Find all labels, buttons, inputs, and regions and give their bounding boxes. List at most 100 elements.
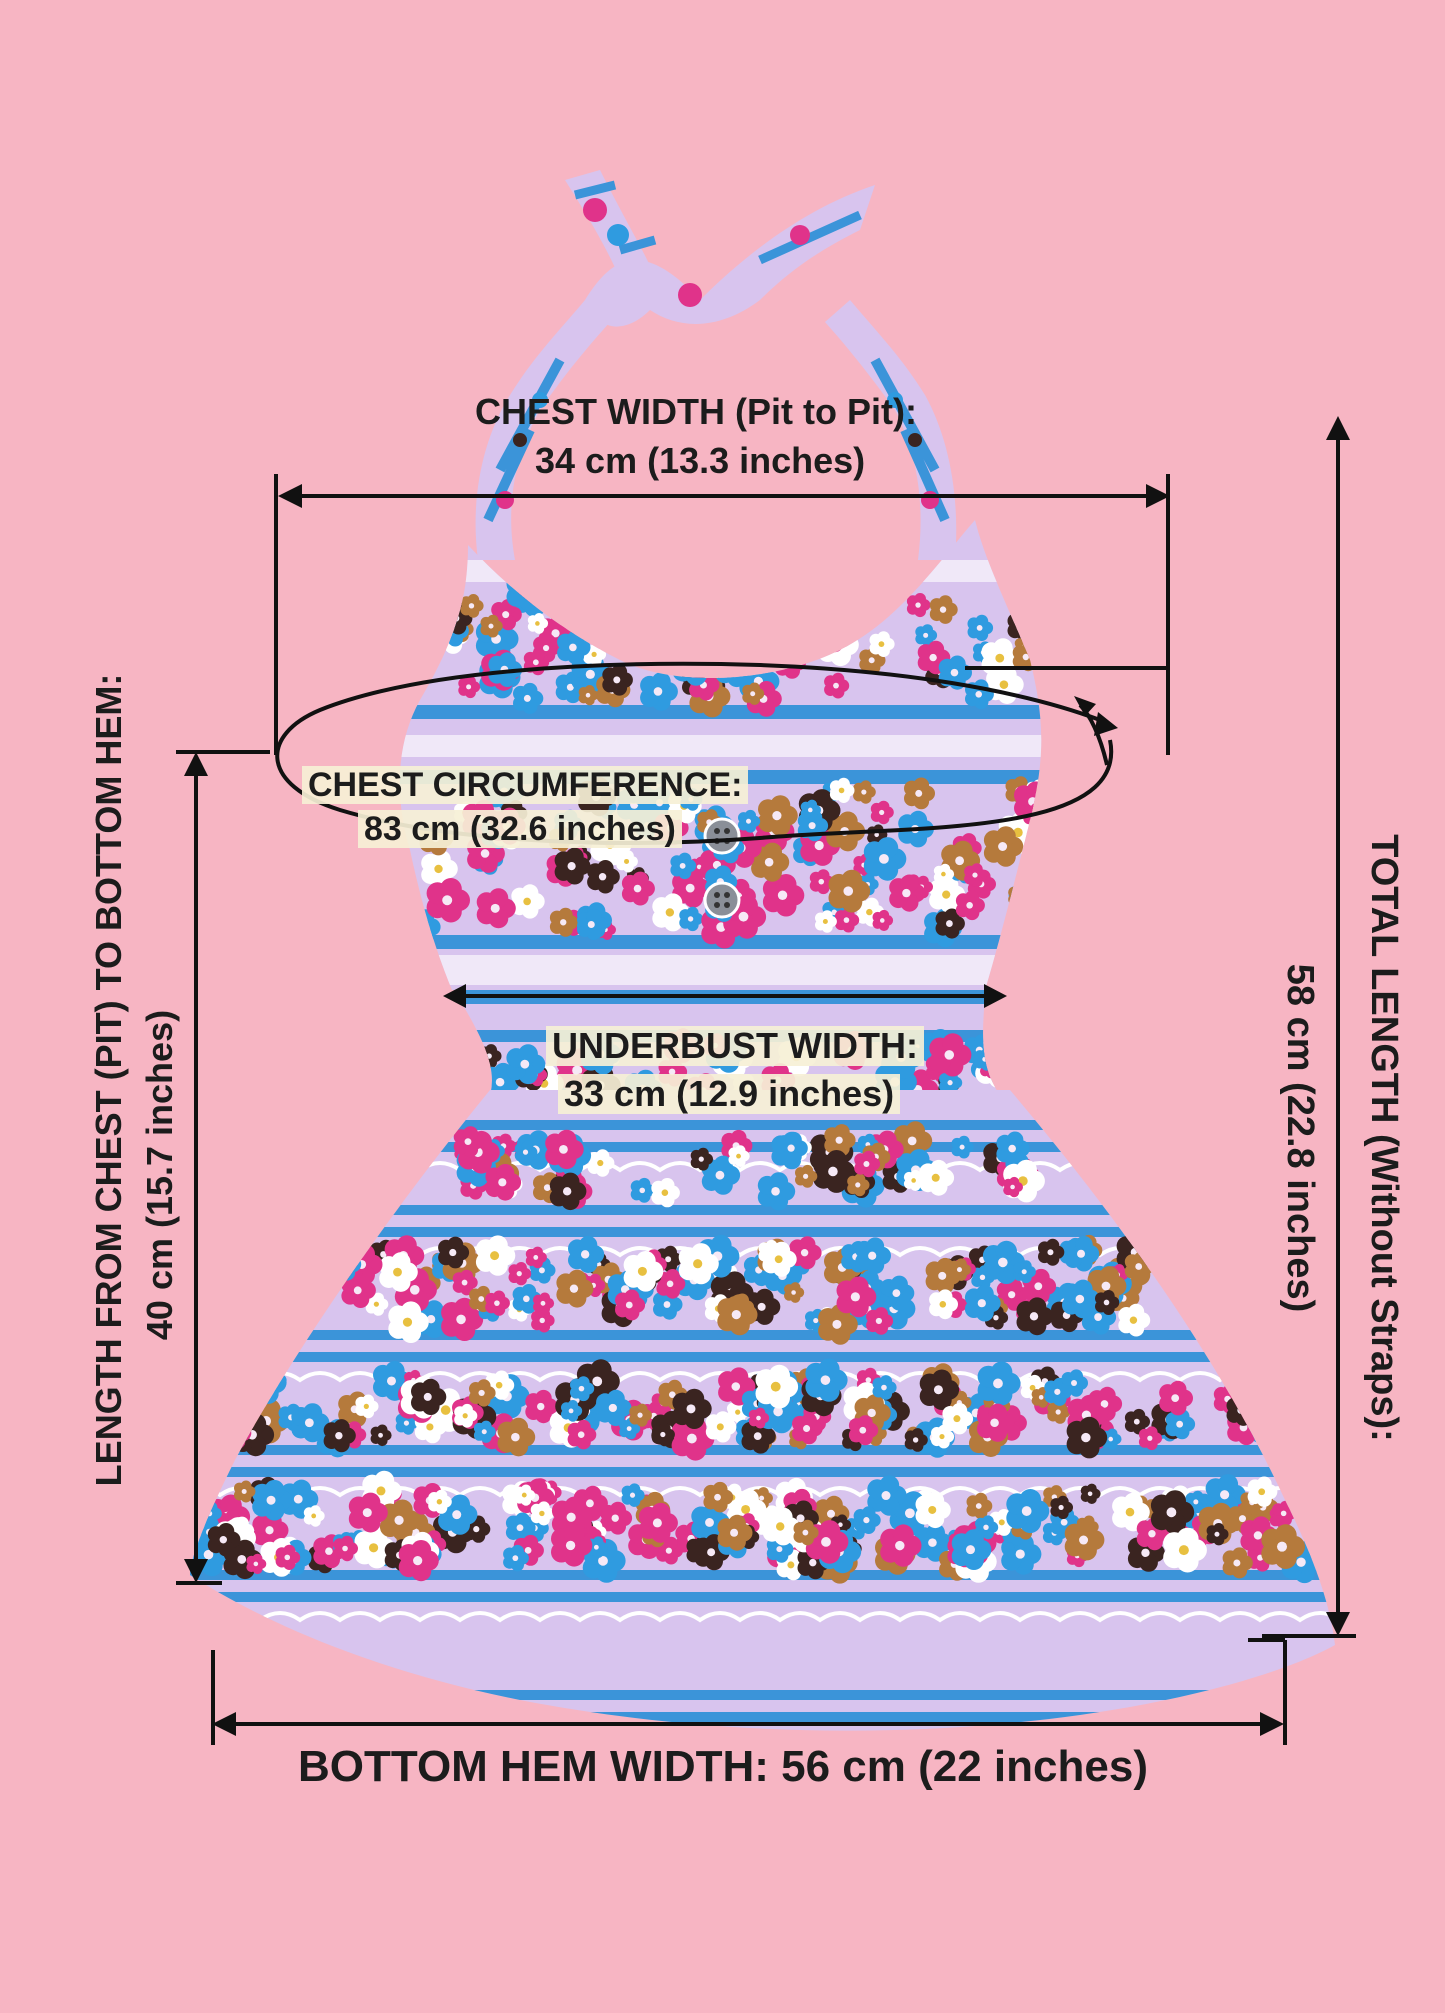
flower-print <box>951 1529 992 1570</box>
flower-print <box>476 888 516 929</box>
flower-print <box>561 1400 583 1422</box>
flower-print <box>348 1492 388 1533</box>
flower-print <box>246 1553 267 1575</box>
flower-print <box>1150 1490 1195 1535</box>
flower-print <box>836 1276 877 1318</box>
flower-print <box>745 606 773 635</box>
total-length-arrow <box>1262 416 1356 1638</box>
flower-print <box>870 800 894 825</box>
flower-print <box>514 1484 536 1506</box>
flower-print <box>570 1376 595 1402</box>
flower-print <box>935 908 965 939</box>
flower-print <box>511 884 545 919</box>
flower-print <box>753 614 777 639</box>
flower-print <box>530 1501 555 1526</box>
flower-print <box>621 1483 645 1507</box>
flower-print <box>212 1396 240 1425</box>
flower-print <box>929 1033 972 1077</box>
flower-print <box>983 826 1024 867</box>
flower-print <box>549 907 579 937</box>
flower-print <box>370 1424 392 1447</box>
flower-print <box>762 1241 797 1277</box>
flower-print <box>738 809 761 833</box>
chest-width-value: 34 cm (13.3 inches) <box>535 440 866 481</box>
flower-print <box>1047 1400 1071 1424</box>
flower-print <box>577 909 608 941</box>
flower-print <box>800 589 822 613</box>
total-length-label: TOTAL LENGTH (Without Straps): <box>1363 834 1405 1442</box>
flower-print <box>792 1412 823 1445</box>
flower-print <box>234 1480 256 1503</box>
flower-print <box>951 1135 974 1159</box>
flower-print <box>854 1150 881 1178</box>
flower-print <box>533 1292 555 1315</box>
flower-print <box>415 606 451 642</box>
flower-print <box>847 1173 870 1197</box>
flower-print <box>629 1403 652 1427</box>
flower-print <box>853 780 876 804</box>
flower-print <box>872 1375 897 1400</box>
flower-print <box>813 613 851 653</box>
underbust-width-arrow <box>443 984 1007 1008</box>
flower-print <box>587 1149 615 1177</box>
flower-print <box>602 664 633 696</box>
flower-print <box>703 1481 734 1513</box>
flower-print <box>759 640 783 664</box>
skirt <box>190 1090 1335 1731</box>
flower-print <box>751 842 790 882</box>
flower-print <box>799 584 829 615</box>
flower-print <box>587 860 620 894</box>
flower-print <box>889 874 926 912</box>
flower-print <box>778 621 806 649</box>
flower-print <box>469 1379 496 1407</box>
flower-print <box>414 1410 447 1444</box>
flower-print <box>853 1506 881 1534</box>
flower-print <box>757 1172 796 1211</box>
flower-print <box>452 1050 473 1074</box>
chest-circumference-ellipse <box>275 661 1118 845</box>
flower-print <box>755 1364 799 1409</box>
flower-print <box>805 1358 848 1402</box>
flower-print <box>1061 1369 1089 1397</box>
flower-print <box>210 1389 244 1423</box>
flower-print <box>616 850 638 873</box>
flower-print <box>742 624 765 648</box>
flower-print <box>291 1403 330 1443</box>
flower-print <box>942 1402 974 1435</box>
flower-print <box>275 1544 301 1571</box>
underbust-width-value: 33 cm (12.9 inches) <box>558 1074 901 1114</box>
flower-print <box>252 1479 292 1521</box>
flower-print <box>388 1301 429 1344</box>
flower-print <box>929 1289 958 1320</box>
flower-print <box>866 1307 894 1335</box>
flower-print <box>525 1389 558 1424</box>
flower-print <box>855 1237 891 1275</box>
flower-print <box>815 910 837 933</box>
flower-print <box>405 627 437 660</box>
flower-print <box>556 1269 594 1308</box>
flower-print <box>207 1523 241 1557</box>
flower-print <box>827 590 861 625</box>
flower-print <box>460 594 484 618</box>
flower-print <box>829 777 855 803</box>
flower-print <box>485 1164 522 1201</box>
flower-print <box>458 675 481 699</box>
flower-print <box>1165 1409 1196 1440</box>
flower-print <box>1016 1297 1054 1336</box>
flower-print <box>1018 902 1042 928</box>
flower-print <box>965 679 994 710</box>
flower-print <box>1261 1524 1305 1569</box>
flower-print <box>719 1483 747 1512</box>
flower-print <box>904 777 935 810</box>
flower-print <box>766 1535 794 1563</box>
flower-print <box>949 1258 971 1281</box>
flower-print <box>915 1491 951 1529</box>
flower-print <box>690 1147 714 1171</box>
flower-print <box>513 682 544 715</box>
flower-print <box>1007 610 1038 642</box>
flower-print <box>828 869 871 913</box>
flower-print <box>758 795 798 836</box>
flower-print <box>975 1515 999 1540</box>
total-length-value: 58 cm (22.8 inches) <box>1279 963 1321 1313</box>
